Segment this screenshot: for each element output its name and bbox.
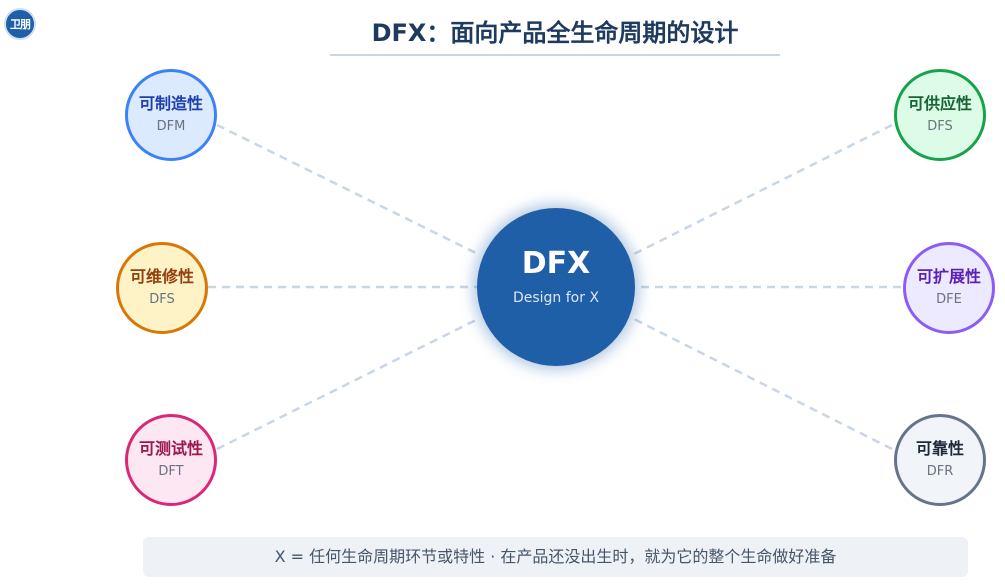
node-manufacturability: 可制造性 DFM (125, 69, 217, 161)
node-reliability: 可靠性 DFR (894, 414, 986, 506)
connector-line-testability (216, 316, 481, 451)
node-label: 可制造性 (138, 94, 203, 113)
node-abbr: DFE (936, 292, 962, 307)
connector-line-reliability (631, 316, 893, 451)
brand-logo: 卫朋 (4, 8, 36, 40)
node-supplyability: 可供应性 DFS (894, 69, 986, 161)
node-abbr: DFR (926, 464, 954, 479)
node-extensibility: 可扩展性 DFE (903, 242, 995, 334)
footer-note: X = 任何生命周期环节或特性 · 在产品还没出生时，就为它的整个生命做好准备 (143, 537, 968, 577)
node-abbr: DFS (149, 292, 175, 307)
node-label: 可靠性 (915, 439, 964, 458)
node-abbr: DFS (927, 119, 953, 134)
node-label: 可供应性 (907, 94, 972, 113)
connector-line-manufacturability (216, 123, 481, 257)
node-abbr: DFT (158, 464, 184, 479)
page-title: DFX：面向产品全生命周期的设计 (330, 14, 780, 56)
dfx-center-node: DFX Design for X (477, 208, 635, 366)
center-subtitle: Design for X (512, 290, 600, 306)
node-abbr: DFM (156, 119, 186, 134)
node-testability: 可测试性 DFT (125, 414, 217, 506)
node-label: 可维修性 (129, 267, 194, 286)
node-label: 可扩展性 (916, 267, 981, 286)
connector-line-supplyability (631, 123, 893, 257)
node-label: 可测试性 (138, 439, 203, 458)
node-maintainability: 可维修性 DFS (116, 242, 208, 334)
center-title: DFX (521, 246, 591, 281)
